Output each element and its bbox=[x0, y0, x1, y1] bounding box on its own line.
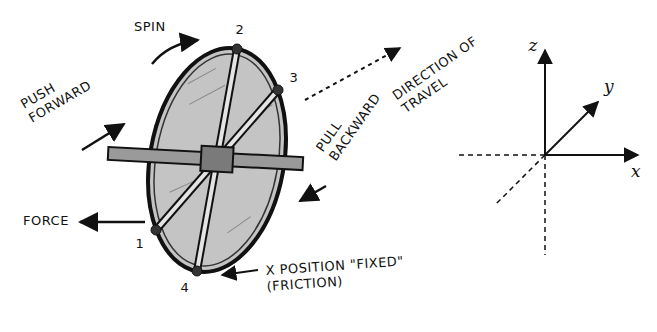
callout-number: 1 bbox=[136, 236, 145, 252]
axis-dashed bbox=[495, 155, 545, 205]
pull-label: PULL BACKWARD bbox=[313, 72, 391, 164]
x-axis bbox=[545, 154, 638, 156]
spin-label: SPIN bbox=[134, 19, 166, 35]
axis-label: y bbox=[604, 76, 614, 97]
axis-label: x bbox=[631, 161, 641, 182]
z-axis bbox=[544, 50, 546, 155]
hub bbox=[200, 146, 233, 173]
axis-dashed bbox=[544, 155, 546, 255]
force-arrow bbox=[80, 221, 145, 224]
axes bbox=[458, 50, 638, 255]
rim-point bbox=[192, 266, 202, 276]
force-label: FORCE bbox=[23, 213, 69, 229]
y-axis bbox=[545, 102, 598, 155]
pull-arrow bbox=[300, 186, 326, 201]
spoke bbox=[197, 49, 237, 271]
direction-label: DIRECTION OF TRAVEL bbox=[390, 33, 491, 117]
axis-dashed bbox=[458, 154, 545, 156]
spin-arrow bbox=[152, 40, 198, 64]
axle bbox=[107, 141, 303, 176]
push-label: PUSH FORWARD bbox=[18, 53, 112, 126]
spoke-outline bbox=[197, 49, 237, 271]
rim-point bbox=[273, 85, 283, 95]
push-arrow bbox=[82, 124, 124, 150]
callout-number: 4 bbox=[181, 280, 190, 296]
axis-label: z bbox=[529, 35, 538, 56]
friction-note: X POSITION "FIXED" (FRICTION) bbox=[265, 251, 439, 295]
callout-number: 3 bbox=[290, 70, 299, 86]
rim-point bbox=[232, 44, 242, 54]
leader-arrow bbox=[222, 270, 258, 275]
callout-number: 2 bbox=[236, 22, 245, 38]
rim-point bbox=[151, 225, 161, 235]
